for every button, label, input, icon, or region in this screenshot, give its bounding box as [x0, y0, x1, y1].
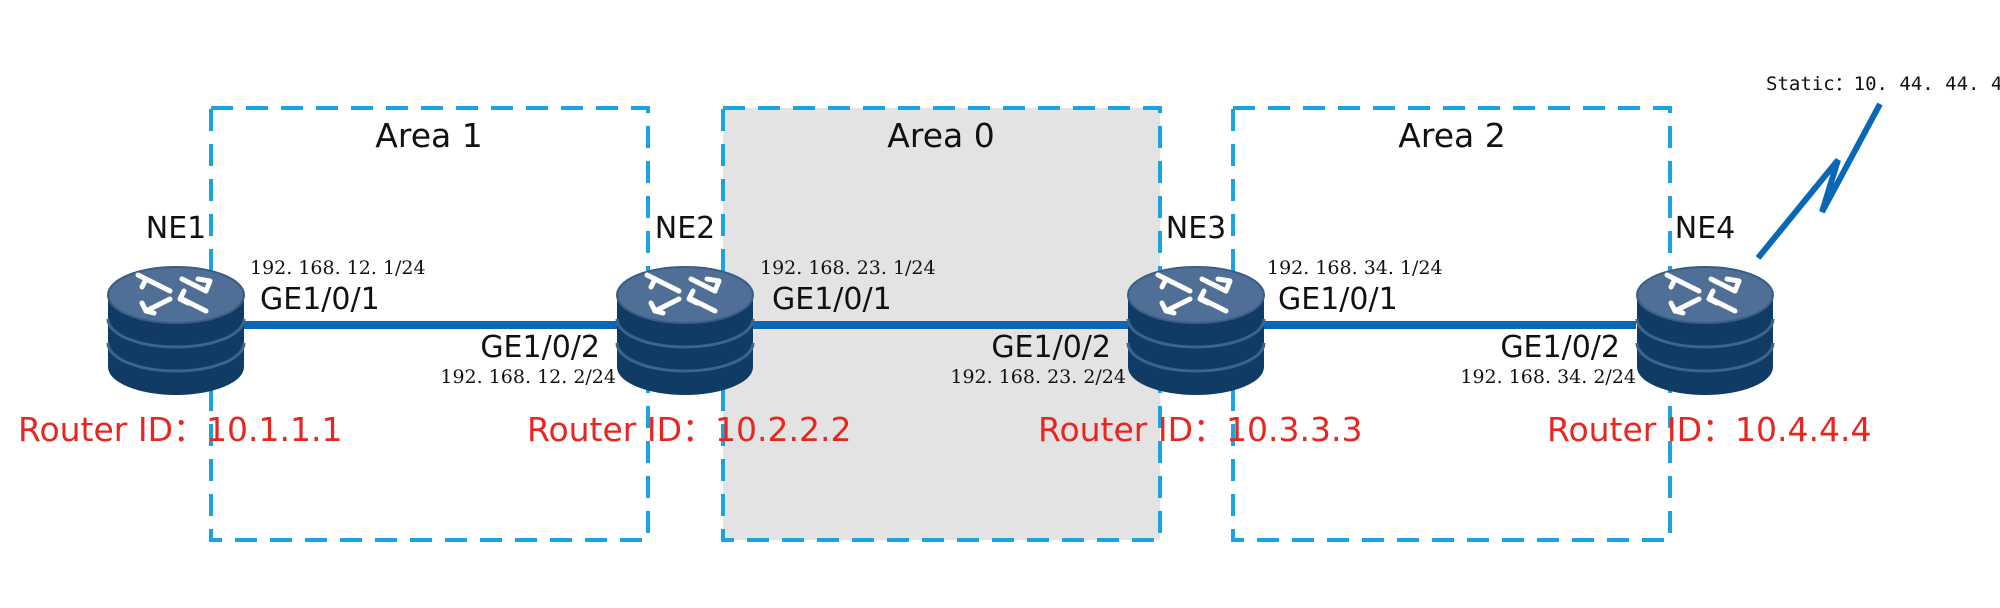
area-1-label: Area 1 [375, 116, 482, 155]
router-name: NE4 [1675, 211, 1735, 246]
lightning-link-icon [1755, 102, 1883, 260]
static-route-label: Static：10. 44. 44. 44 [1766, 73, 2000, 95]
interface-ip: 192. 168. 34. 2/24 [1460, 366, 1636, 388]
router-name: NE3 [1166, 211, 1226, 246]
router-ne1: NE1 [108, 211, 244, 395]
interface-port: GE1/0/1 [260, 282, 380, 317]
interface-ip: 192. 168. 23. 1/24 [760, 257, 936, 279]
area-2-label: Area 2 [1398, 116, 1505, 155]
router-icon [617, 267, 753, 395]
router-icon [1128, 267, 1264, 395]
interface-port: GE1/0/1 [1278, 282, 1398, 317]
interface-port: GE1/0/2 [480, 330, 600, 365]
router-name: NE2 [655, 211, 715, 246]
interface-port: GE1/0/2 [991, 330, 1111, 365]
router-id-label: Router ID：10.4.4.4 [1547, 410, 1871, 449]
router-ne3: NE3 [1128, 211, 1264, 395]
area-0-label: Area 0 [887, 116, 994, 155]
interface-port: GE1/0/1 [772, 282, 892, 317]
router-icon [108, 267, 244, 395]
router-ne2: NE2 [617, 211, 753, 395]
interface-ip: 192. 168. 12. 1/24 [250, 257, 426, 279]
router-id-label: Router ID：10.2.2.2 [527, 410, 851, 449]
router-icon [1637, 267, 1773, 395]
interface-port: GE1/0/2 [1500, 330, 1620, 365]
router-name: NE1 [146, 211, 206, 246]
router-id-label: Router ID：10.1.1.1 [18, 410, 342, 449]
router-id-label: Router ID：10.3.3.3 [1038, 410, 1362, 449]
router-ne4: NE4 [1637, 211, 1773, 395]
interface-ip: 192. 168. 23. 2/24 [950, 366, 1126, 388]
interface-ip: 192. 168. 12. 2/24 [440, 366, 616, 388]
interface-ip: 192. 168. 34. 1/24 [1267, 257, 1443, 279]
